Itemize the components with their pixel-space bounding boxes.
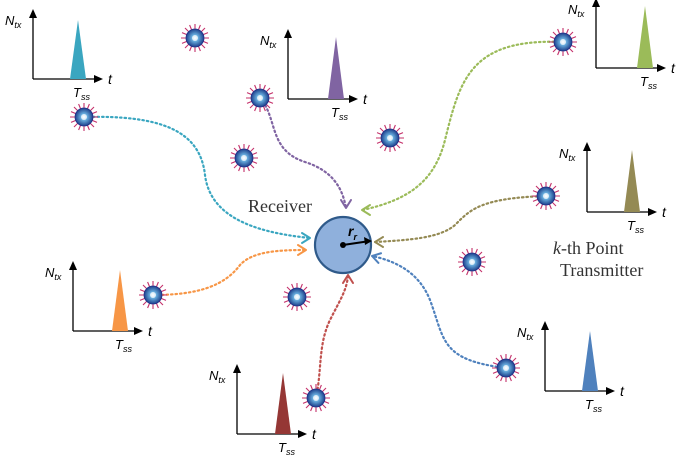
pulse-triangle	[624, 150, 640, 212]
arrow-orange	[151, 248, 308, 297]
tick-label: Tss	[331, 105, 348, 122]
pulse-triangle	[275, 373, 291, 434]
transmitter-label-line1: -th Point	[561, 238, 624, 258]
arrow-purple	[258, 96, 348, 210]
y-axis-label: Ntx	[45, 265, 62, 282]
radius-arrowhead	[364, 237, 372, 245]
arrow-green	[360, 40, 565, 212]
y-axis-label: Ntx	[5, 13, 22, 30]
x-axis-label: t	[671, 60, 676, 76]
molecule-icon	[229, 143, 259, 173]
molecule-icon	[180, 23, 210, 53]
transmitter-k: k	[553, 238, 562, 258]
x-axis-label: t	[108, 71, 113, 87]
arrow-blue	[370, 254, 508, 370]
pulse-triangle	[582, 331, 598, 391]
x-axis-label: t	[148, 323, 153, 339]
molecule-icon	[245, 83, 275, 113]
tick-label: Tss	[73, 85, 90, 102]
molecule-icon	[491, 353, 521, 383]
molecule-icon	[69, 102, 99, 132]
radius-label: rr	[348, 223, 357, 242]
arrow-cyan	[82, 115, 312, 240]
arrowhead-green	[361, 204, 371, 216]
arrowhead-olive	[374, 236, 384, 248]
y-axis-label: Ntx	[260, 33, 277, 50]
tick-label: Tss	[640, 74, 657, 91]
molecule-icon	[548, 27, 578, 57]
receiver: rr Receiver	[248, 196, 373, 275]
receiver-label: Receiver	[248, 196, 312, 216]
y-axis-label: Ntx	[568, 2, 585, 19]
pulse-triangle	[70, 20, 86, 79]
y-axis-label: Ntx	[517, 325, 534, 342]
x-axis-label: t	[620, 383, 625, 399]
tick-label: Tss	[278, 440, 295, 457]
pulse-triangle	[328, 37, 344, 99]
pulse-triangle	[637, 6, 653, 68]
molecule-icon	[282, 282, 312, 312]
receiver-center	[340, 242, 346, 248]
molecule-icon	[301, 383, 331, 413]
arrowhead-red	[342, 274, 354, 284]
x-axis-label: t	[312, 426, 317, 442]
transmitter-label-line2: Transmitter	[560, 260, 643, 280]
arrowhead-purple	[340, 199, 352, 209]
tick-label: Tss	[627, 218, 644, 235]
molecule-icon	[138, 280, 168, 310]
arrowhead-orange	[297, 244, 307, 256]
arrowhead-blue	[371, 252, 383, 264]
arrow-red	[314, 273, 350, 400]
molecule-icon	[457, 247, 487, 277]
y-axis-label: Ntx	[209, 368, 226, 385]
transmitter-label: k-th Point Transmitter	[553, 238, 643, 280]
pulse-triangle	[112, 270, 128, 331]
tick-label: Tss	[115, 337, 132, 354]
svg-text:k-th Point: k-th Point	[553, 238, 624, 258]
y-axis-label: Ntx	[559, 146, 576, 163]
molecule-icon	[531, 181, 561, 211]
x-axis-label: t	[662, 204, 667, 220]
molecule-icon	[375, 123, 405, 153]
arrowhead-cyan	[301, 232, 311, 244]
arrow-olive	[373, 194, 548, 244]
tick-label: Tss	[585, 397, 602, 414]
x-axis-label: t	[363, 91, 368, 107]
